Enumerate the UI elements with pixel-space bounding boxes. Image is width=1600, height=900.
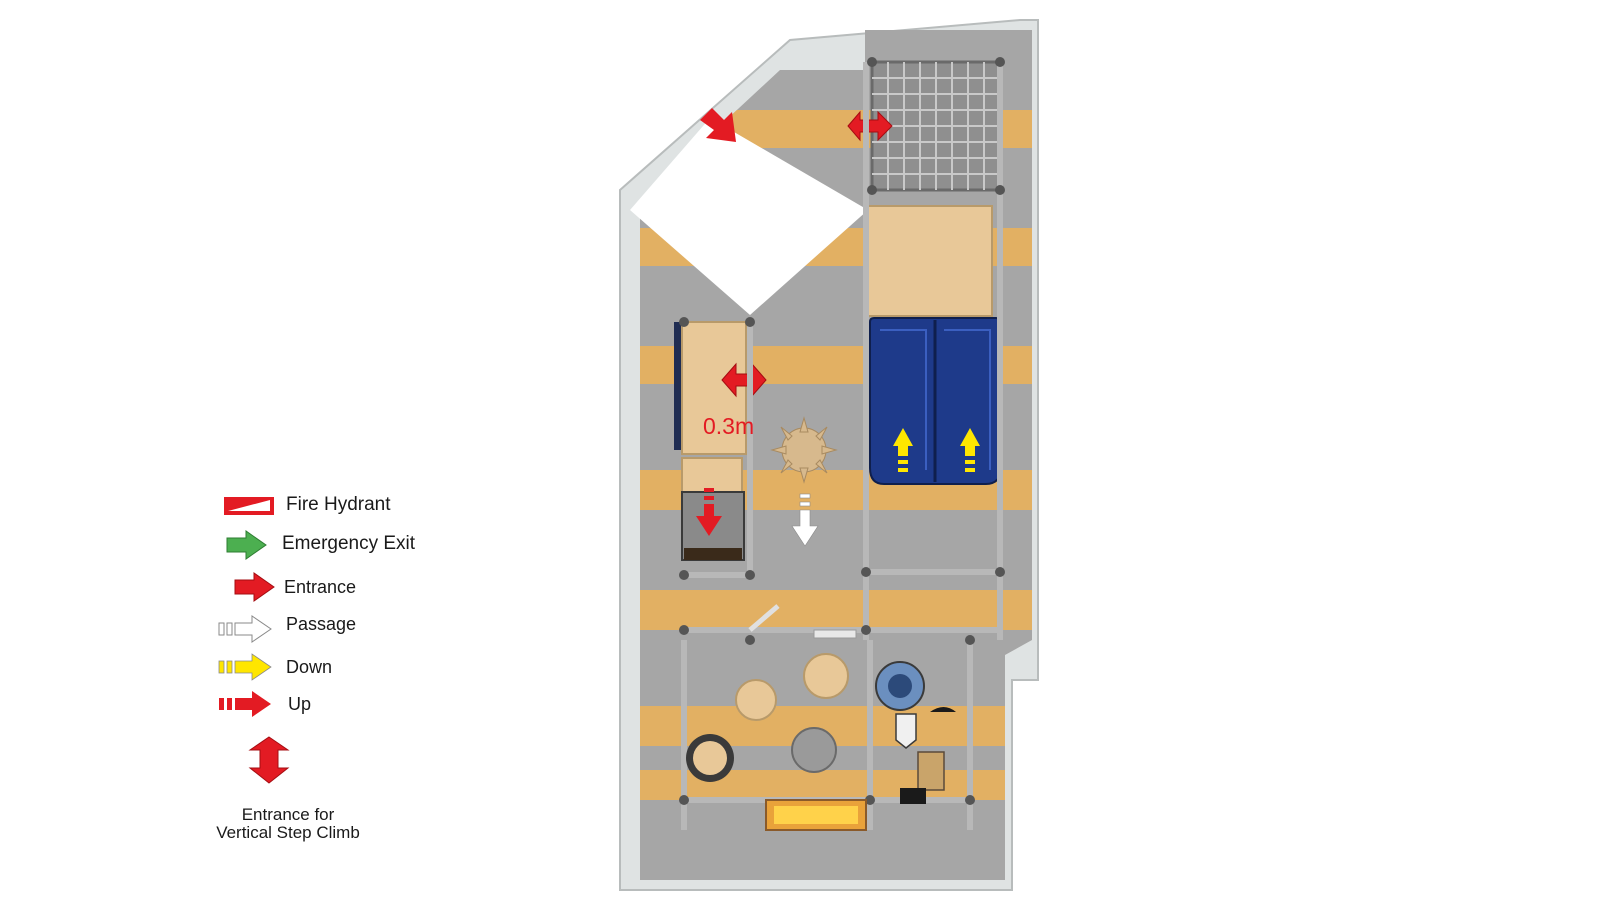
entrance-arrow-mesh <box>847 110 893 142</box>
double-slide <box>869 317 1004 485</box>
down-arrow-slide-right <box>960 428 980 472</box>
mesh-grid <box>872 62 1000 190</box>
emergency-exit-arrow-icon <box>226 530 267 560</box>
legend-label-fire-hydrant: Fire Hydrant <box>286 494 391 515</box>
entrance-arrow-top-left <box>700 108 736 142</box>
legend-label-up: Up <box>288 694 312 714</box>
spike-spinner <box>770 416 838 484</box>
down-arrow-icon <box>218 653 272 681</box>
passage-arrow-icon <box>218 615 272 643</box>
legend: Fire Hydrant Emergency Exit Entrance Pas… <box>0 0 560 900</box>
passage-arrow-center <box>791 493 819 547</box>
fire-hydrant-icon <box>224 497 274 515</box>
legend-label-passage: Passage <box>286 614 357 634</box>
legend-label-down: Down <box>286 657 333 677</box>
wooden-deck-right <box>867 205 993 317</box>
stair-opening <box>630 118 868 315</box>
entrance-arrow-left-tower <box>721 362 767 398</box>
vertical-step-climb-line2: Vertical Step Climb <box>216 823 360 842</box>
pipe-joints <box>679 57 1005 805</box>
entrance-arrow-icon <box>234 572 275 602</box>
up-arrow-step-climb <box>696 488 722 536</box>
step-platform <box>681 457 743 493</box>
step-climb-base <box>684 548 742 560</box>
dimension-label: 0.3m <box>703 413 755 439</box>
play-elements <box>686 604 956 831</box>
floor-plan: 0.3m <box>600 0 1600 900</box>
double-arrow-icon <box>248 736 290 784</box>
down-arrow-slide-left <box>893 428 913 472</box>
up-arrow-icon <box>219 691 271 717</box>
legend-label-entrance: Entrance <box>284 577 357 597</box>
vertical-step-climb-note: Entrance for Vertical Step Climb <box>208 806 368 842</box>
legend-label-emergency-exit: Emergency Exit <box>282 533 416 554</box>
floor-plan-drawing <box>619 19 1039 891</box>
vertical-step-climb-line1: Entrance for <box>241 805 335 824</box>
